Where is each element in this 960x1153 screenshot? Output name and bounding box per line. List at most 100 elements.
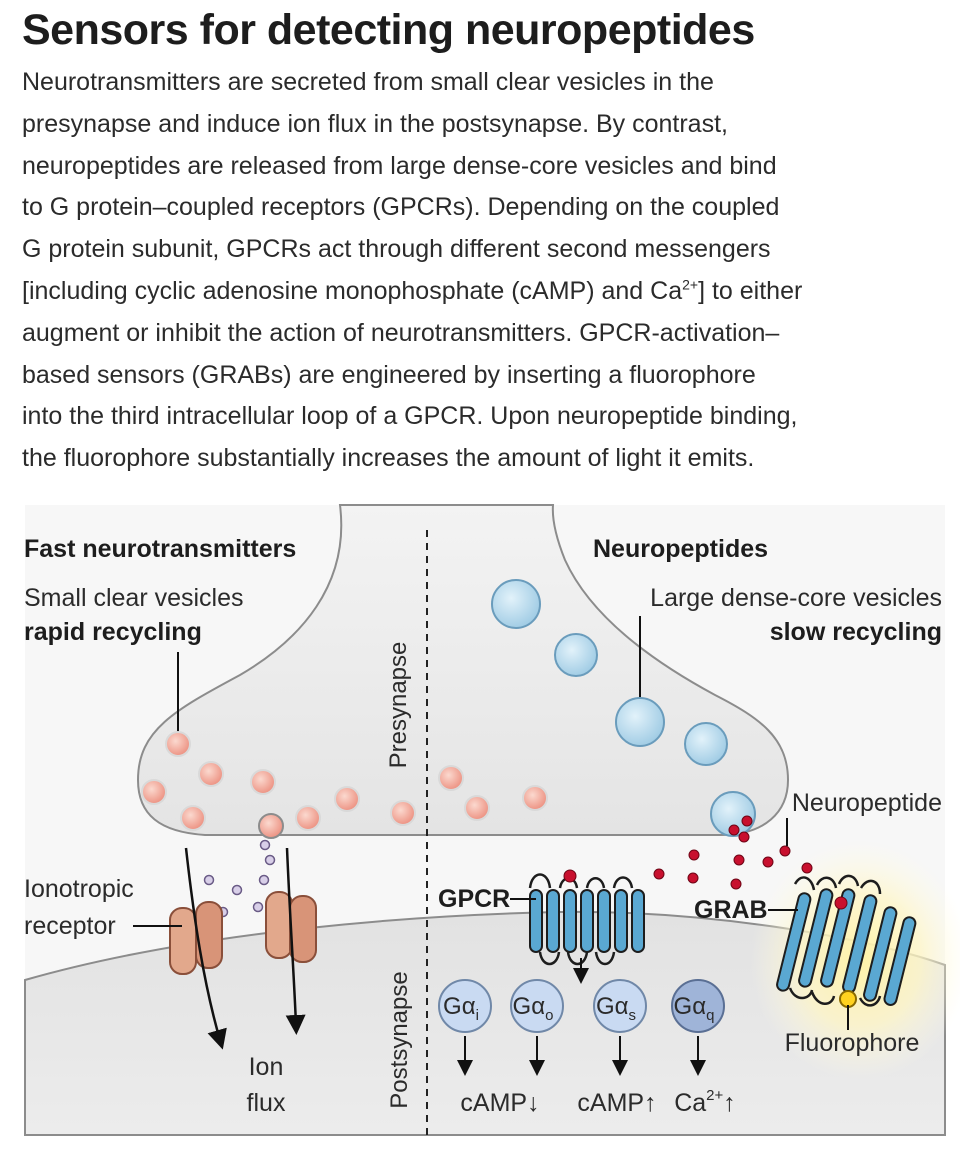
rapid-recycling-label: rapid recycling (24, 618, 202, 646)
gpcr-helix (631, 889, 645, 953)
synapse-diagram: Fast neurotransmitters Neuropeptides Sma… (24, 504, 960, 1136)
g-alpha-q: Gαq (671, 979, 725, 1076)
small-clear-vesicle (141, 779, 167, 805)
g-alpha-base: Gα (596, 993, 629, 1020)
g-protein-label: Gαs (596, 993, 636, 1024)
dense-core-vesicle-label: Large dense-core vesicles (650, 584, 942, 612)
neuropeptide-label: Neuropeptide (792, 789, 942, 817)
small-clear-vesicle (165, 731, 191, 757)
small-clear-vesicle (250, 769, 276, 795)
neuropeptide (687, 872, 699, 884)
ionotropic-receptor-right (265, 891, 317, 963)
fluorophore (839, 990, 857, 1008)
g-alpha-subscript: o (545, 1007, 553, 1024)
small-clear-vesicle (522, 785, 548, 811)
neuropeptide-molecules (653, 815, 813, 890)
ionotropic-label: Ionotropic (24, 875, 134, 903)
gpcr-label: GPCR (438, 885, 510, 913)
gpcr-helix (529, 889, 543, 953)
small-clear-vesicle (180, 805, 206, 831)
g-protein-circle (671, 979, 725, 1033)
small-clear-vesicle (438, 765, 464, 791)
caption-text: ] to either (698, 276, 803, 305)
small-clear-vesicle (464, 795, 490, 821)
caption-line: augment or inhibit the action of neurotr… (22, 318, 780, 347)
neurotransmitter (264, 854, 276, 866)
gpcr-helix (563, 889, 577, 953)
ion-flux-arrow-right (285, 847, 306, 1035)
neurotransmitter (258, 874, 270, 886)
small-clear-vesicle (295, 805, 321, 831)
neurotransmitter (203, 874, 215, 886)
bound-neuropeptide (834, 896, 848, 910)
bound-neuropeptide (563, 869, 577, 883)
neuropeptide (730, 878, 742, 890)
dense-core-vesicle (615, 697, 665, 747)
g-alpha-subscript: s (629, 1007, 637, 1024)
grab-helix (883, 916, 917, 1006)
gpcr-helix (614, 889, 628, 953)
caption-line: the fluorophore substantially increases … (22, 444, 755, 473)
postsynapse-label: Postsynapse (386, 971, 413, 1108)
caption-text: [including cyclic adenosine monophosphat… (22, 276, 683, 305)
neuropeptide (779, 845, 791, 857)
figure-title: Sensors for detecting neuropeptides (22, 6, 755, 54)
calcium-text: Ca (674, 1089, 706, 1117)
grab-helix (863, 906, 898, 1002)
gpcr-helix (580, 889, 594, 953)
presynapse-label: Presynapse (385, 642, 412, 769)
camp-increase-label: cAMP↑ (577, 1089, 656, 1117)
g-alpha-s: Gαs (593, 979, 647, 1076)
grab-label: GRAB (694, 896, 768, 924)
presynaptic-terminal (136, 504, 790, 836)
neuropeptide (653, 868, 665, 880)
gpcr-receptor (528, 869, 645, 984)
right-heading: Neuropeptides (593, 535, 768, 563)
neurotransmitter (231, 884, 243, 896)
caption-line: based sensors (GRABs) are engineered by … (22, 360, 756, 389)
ion-label: Ion (249, 1053, 284, 1081)
fluorophore-label: Fluorophore (785, 1029, 920, 1057)
g-protein-label: Gαi (443, 993, 479, 1024)
g-alpha-o: Gαo (510, 979, 564, 1076)
neuropeptide (738, 831, 750, 843)
caption-line-ca: [including cyclic adenosine monophosphat… (22, 271, 952, 313)
slow-recycling-label: slow recycling (770, 618, 942, 646)
caption-line: Neurotransmitters are secreted from smal… (22, 68, 714, 96)
caption-line: presynapse and induce ion flux in the po… (22, 109, 728, 138)
gpcr-helix (597, 889, 611, 953)
small-clear-vesicle (390, 800, 416, 826)
calcium-increase-label: Ca2+↑ (674, 1087, 736, 1117)
small-clear-vesicles (141, 731, 548, 839)
g-protein-circle (438, 979, 492, 1033)
g-alpha-base: Gα (443, 993, 476, 1020)
neuropeptide (741, 815, 753, 827)
camp-decrease-label: cAMP↓ (460, 1089, 539, 1117)
small-clear-vesicle (334, 786, 360, 812)
neurotransmitter (252, 901, 264, 913)
g-protein-label: Gαq (674, 993, 715, 1024)
g-alpha-base: Gα (513, 993, 546, 1020)
grab-helix (798, 888, 834, 988)
ionotropic-receptor-left (169, 901, 223, 975)
caption-line: into the third intracellular loop of a G… (22, 402, 798, 431)
caption-line: neuropeptides are released from large de… (22, 151, 777, 180)
g-alpha-subscript: i (476, 1007, 479, 1024)
dense-core-vesicle (491, 579, 541, 629)
g-alpha-subscript: q (706, 1007, 714, 1024)
calcium-superscript: 2+ (706, 1087, 723, 1104)
calcium-arrow: ↑ (723, 1089, 736, 1117)
caption-superscript: 2+ (682, 276, 699, 293)
grab-sensor (776, 874, 917, 1008)
fusing-vesicle (258, 813, 284, 839)
g-alpha-i: Gαi (438, 979, 492, 1076)
g-protein-circle (510, 979, 564, 1033)
figure-caption: Neurotransmitters are secreted from smal… (22, 62, 952, 480)
grab-backbone (788, 874, 882, 1007)
dense-core-vesicle (554, 633, 598, 677)
caption-line: to G protein–coupled receptors (GPCRs). … (22, 193, 780, 222)
grab-helix (776, 892, 812, 992)
small-clear-vesicle (198, 761, 224, 787)
receptor-label: receptor (24, 912, 116, 940)
g-protein-circle (593, 979, 647, 1033)
